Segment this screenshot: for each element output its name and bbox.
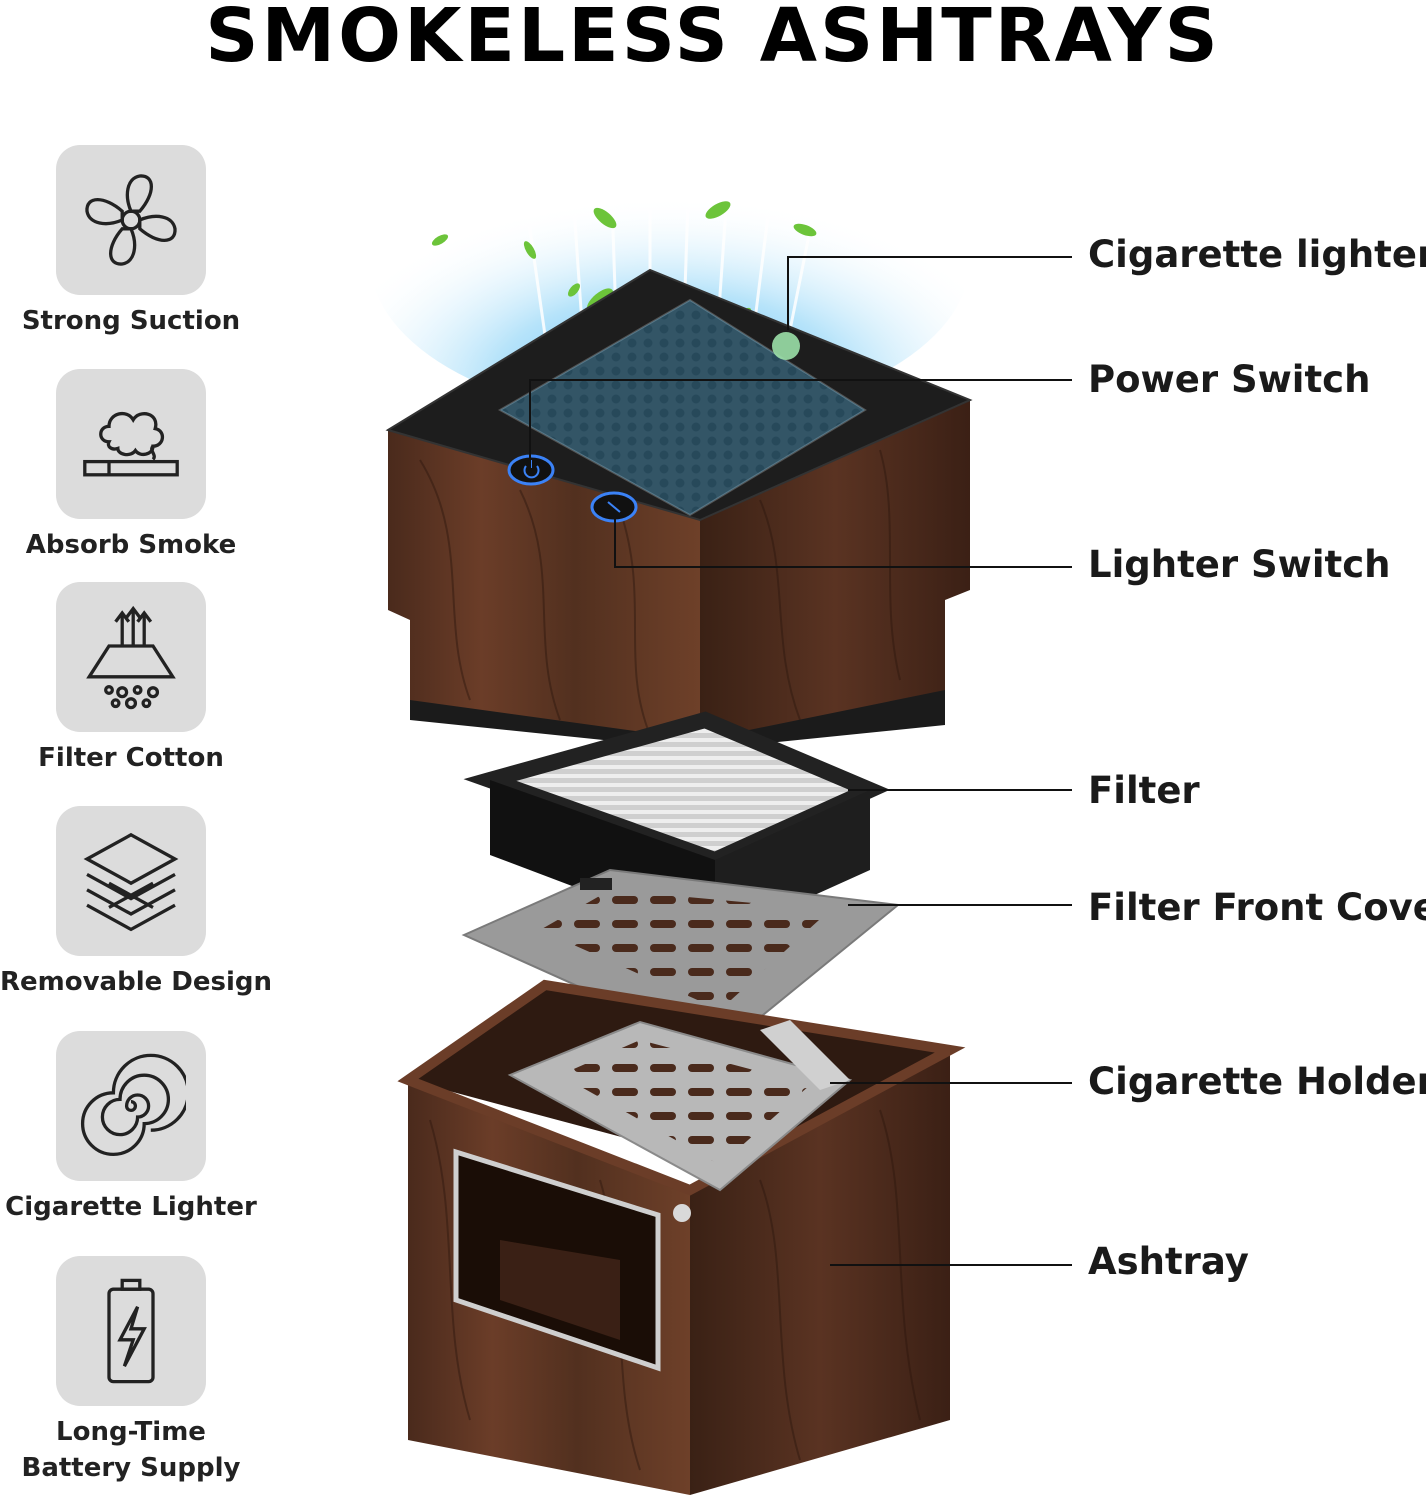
feature-label: Filter Cotton (38, 743, 224, 773)
feature-tile (56, 369, 206, 519)
feature-label-line2: Battery Supply (21, 1453, 241, 1483)
callout-lighter-switch: Lighter Switch (1088, 543, 1391, 586)
coil-icon (80, 1053, 186, 1157)
callout-cigarette-holder: Cigarette Holder (1088, 1060, 1426, 1103)
filter-cotton-icon (86, 605, 176, 710)
feature-tile (56, 1031, 206, 1181)
feature-battery: Long-Time Battery Supply (0, 1256, 262, 1486)
ashtray-base-part (397, 979, 966, 1495)
callout-leader-lines (529, 256, 1072, 1266)
exploded-product-diagram (370, 120, 1072, 1495)
feature-strong-suction: Strong Suction (0, 145, 262, 339)
fan-icon (85, 174, 177, 266)
page-title: SMOKELESS ASHTRAYS (205, 0, 1221, 79)
lighter-indicator (772, 332, 800, 360)
layers-icon (83, 832, 179, 932)
feature-absorb-smoke: Absorb Smoke (0, 369, 262, 563)
smoke-cloud-icon (83, 411, 179, 477)
callout-power-switch: Power Switch (1088, 358, 1371, 401)
feature-tile (56, 582, 206, 732)
callout-filter: Filter (1088, 769, 1200, 812)
feature-removable-design: Removable Design (0, 806, 273, 1000)
feature-tile (56, 806, 206, 956)
lighter-switch-button (590, 491, 638, 523)
battery-icon (107, 1278, 155, 1384)
feature-filter-cotton: Filter Cotton (0, 582, 262, 776)
feature-label: Absorb Smoke (25, 530, 237, 560)
callout-ashtray: Ashtray (1088, 1240, 1249, 1283)
feature-tile (56, 145, 206, 295)
callout-filter-front-cover: Filter Front Cover (1088, 886, 1426, 929)
feature-label: Cigarette Lighter (5, 1192, 257, 1222)
feature-tile (56, 1256, 206, 1406)
callout-cigarette-lighter: Cigarette lighter (1088, 233, 1426, 276)
feature-label: Removable Design (0, 967, 273, 997)
feature-label: Strong Suction (21, 306, 241, 336)
top-unit (385, 268, 973, 750)
feature-cigarette-lighter: Cigarette Lighter (0, 1031, 262, 1225)
feature-label: Long-Time (56, 1417, 206, 1447)
